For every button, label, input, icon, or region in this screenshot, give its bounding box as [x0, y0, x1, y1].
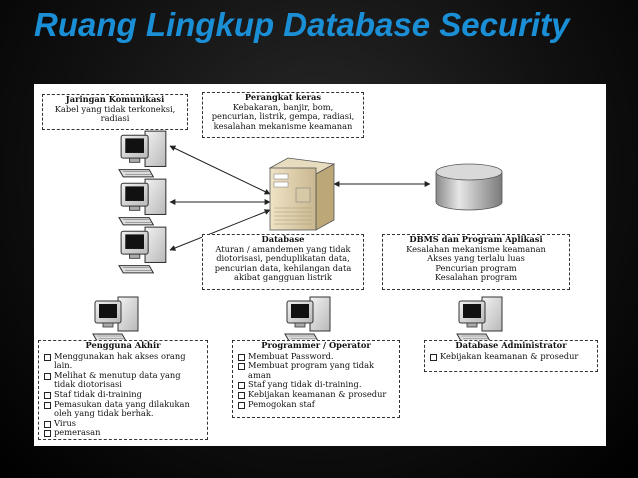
- perangkat-line: Kebakaran, banjir, bom,: [232, 101, 334, 112]
- database-line: akibat gangguan listrik: [234, 272, 332, 283]
- jaringan-komunikasi-box: Jaringan Komunikasi Kabel yang tidak ter…: [42, 94, 188, 130]
- pengguna-heading: Pengguna Akhir: [85, 340, 161, 350]
- pengguna-item: Menggunakan hak akses orang lain.: [42, 351, 204, 371]
- programmer-item: Membuat program yang tidak aman: [236, 360, 396, 380]
- client-computer-icon: [118, 178, 167, 226]
- client-computer-icon: [118, 226, 167, 274]
- programmer-item: Pemogokan staf: [236, 399, 396, 410]
- pengguna-item: pemerasan: [42, 428, 204, 438]
- perangkat-heading: Perangkat keras: [244, 92, 322, 102]
- programmer-operator-box: Programmer / Operator Membuat Password. …: [232, 340, 400, 418]
- programmer-heading: Programmer / Operator: [261, 340, 371, 350]
- pengguna-item: Staf tidak di-training: [42, 389, 204, 400]
- dba-item: Kebijakan keamanan & prosedur: [428, 351, 594, 362]
- programmer-item: Kebijakan keamanan & prosedur: [236, 389, 396, 400]
- dbms-program-box: DBMS dan Program Aplikasi Kesalahan meka…: [382, 234, 570, 290]
- jaringan-heading: Jaringan Komunikasi: [65, 94, 165, 104]
- pengguna-item: Pemasukan data yang dilakukan oleh yang …: [42, 399, 204, 419]
- jaringan-line: radiasi: [100, 113, 130, 124]
- database-administrator-box: Database Administrator Kebijakan keamana…: [424, 340, 598, 372]
- pengguna-akhir-box: Pengguna Akhir Menggunakan hak akses ora…: [38, 340, 208, 440]
- dba-computer-icon: [456, 296, 503, 342]
- dbms-line: Akses yang terlalu luas: [427, 253, 525, 264]
- end-user-computer-icon: [92, 296, 139, 342]
- slide-title: Ruang Lingkup Database Security: [34, 6, 570, 43]
- perangkat-line: pencurian, listrik, gempa, radiasi,: [211, 111, 355, 122]
- server-icon: [268, 157, 336, 231]
- programmer-item: Staf yang tidak di-training.: [236, 380, 396, 390]
- dbms-heading: DBMS dan Program Aplikasi: [409, 234, 543, 244]
- dbms-line: Kesalahan program: [434, 272, 518, 283]
- perangkat-keras-box: Perangkat keras Kebakaran, banjir, bom, …: [202, 92, 364, 138]
- perangkat-line: kesalahan mekanisme keamanan: [213, 120, 353, 131]
- programmer-item: Membuat Password.: [236, 351, 396, 362]
- dbms-line: Pencurian program: [435, 262, 517, 273]
- client-computer-icon: [118, 130, 167, 178]
- database-line: diotorisasi, penduplikatan data,: [216, 253, 350, 264]
- programmer-computer-icon: [284, 296, 331, 342]
- pengguna-item: Melihat & menutup data yang tidak diotor…: [42, 370, 204, 390]
- database-line: pencurian data, kehilangan data: [214, 262, 352, 273]
- diagram-figure: Jaringan Komunikasi Kabel yang tidak ter…: [34, 84, 606, 446]
- dba-heading: Database Administrator: [455, 340, 567, 350]
- arrow-server-pc1: [169, 145, 271, 195]
- pengguna-item: Virus: [42, 418, 204, 429]
- jaringan-line: Kabel yang tidak terkoneksi,: [54, 103, 176, 114]
- database-heading: Database: [261, 234, 305, 244]
- arrow-server-pc3: [169, 209, 271, 251]
- diagram-graphics: [92, 130, 503, 342]
- database-line: Aturan / amandemen yang tidak: [215, 243, 351, 254]
- database-cylinder-icon: [435, 163, 503, 211]
- database-box: Database Aturan / amandemen yang tidak d…: [202, 234, 364, 290]
- dbms-line: Kesalahan mekanisme keamanan: [406, 243, 546, 254]
